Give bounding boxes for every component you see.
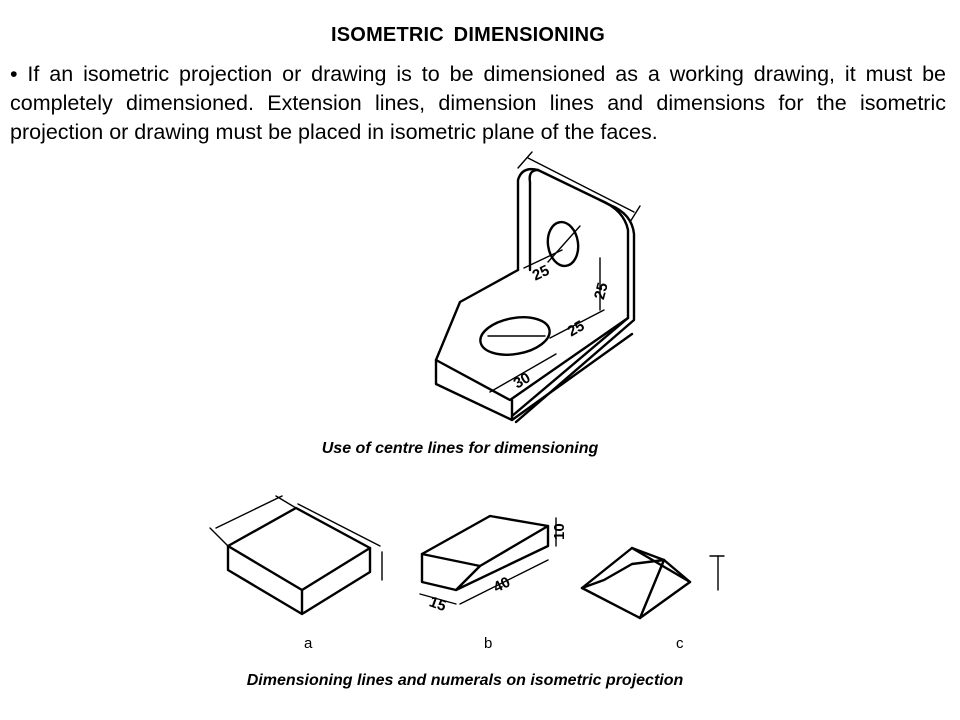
bracket-base-hole: [479, 316, 551, 356]
dim-30-base: 30: [511, 369, 534, 392]
bracket-upper-hole: [546, 220, 580, 268]
centre-line-upper: [547, 225, 581, 263]
dim-25-upper: 25: [530, 262, 552, 284]
dim-15: 15: [427, 593, 448, 615]
block-a: [209, 495, 383, 616]
bracket-base-front: [434, 332, 634, 422]
dim-40: 40: [491, 574, 514, 597]
dim-25-vertical: 25: [591, 281, 612, 302]
label-b: b: [484, 635, 492, 652]
block-c: [580, 546, 725, 620]
block-b: 10 40 15: [419, 514, 568, 615]
dim-25-base: 25: [565, 317, 588, 340]
bullet-paragraph: • If an isometric projection or drawing …: [10, 62, 946, 144]
label-c: c: [676, 635, 684, 652]
figure2-caption: Dimensioning lines and numerals on isome…: [246, 672, 684, 689]
dim-10: 10: [551, 523, 568, 540]
label-a: a: [304, 635, 313, 652]
slide-title: ISOMETRIC DIMENSIONING: [331, 24, 605, 46]
figure1-caption: Use of centre lines for dimensioning: [321, 440, 599, 457]
bracket-plate-thickness: [514, 168, 636, 424]
